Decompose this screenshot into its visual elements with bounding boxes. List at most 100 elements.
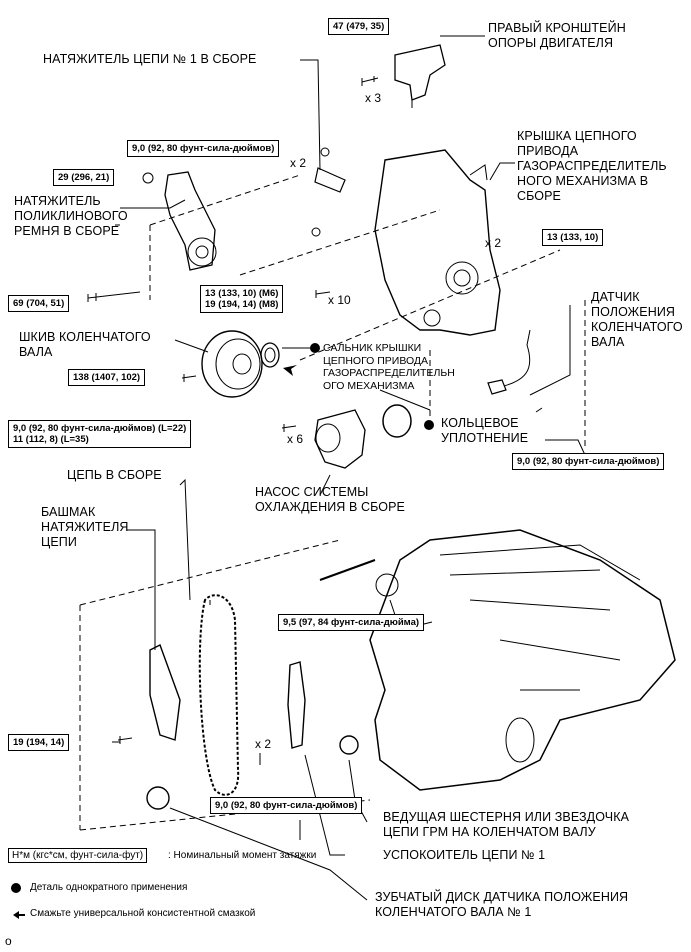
legend-single-use-text: Деталь однократного применения: [30, 882, 188, 893]
engine-block-shape: [369, 529, 676, 791]
label-line: НАТЯЖИТЕЛЬ ЦЕПИ № 1 В СБОРЕ: [43, 52, 257, 66]
label-chain-tensioner: НАТЯЖИТЕЛЬ ЦЕПИ № 1 В СБОРЕ: [43, 52, 257, 67]
label-line: УСПОКОИТЕЛЬ ЦЕПИ № 1: [383, 848, 546, 862]
torque-value: 29 (296, 21): [58, 172, 110, 183]
label-timing-rotor: ЗУБЧАТЫЙ ДИСК ДАТЧИКА ПОЛОЖЕНИЯ КОЛЕНЧАТ…: [375, 890, 628, 920]
torque-chain-slipper-bolt: 19 (194, 14): [8, 734, 70, 751]
belt-tensioner-shape: [164, 171, 216, 271]
label-line: ГАЗОРАСПРЕДЕЛИТЕЛЬН: [323, 367, 455, 379]
torque-water-pump-bolts: 9,0 (92, 80 фунт-сила-дюймов) (L=22) 11 …: [8, 420, 192, 448]
label-line: РЕМНЯ В СБОРЕ: [14, 224, 120, 238]
chain-tensioner-shape: [314, 167, 346, 193]
label-line: СБОРЕ: [517, 189, 561, 203]
label-line: ЦЕПНОГО ПРИВОДА: [323, 354, 429, 367]
torque-value: 9,5 (97, 84 фунт-сила-дюйма): [283, 617, 420, 628]
label-water-pump: НАСОС СИСТЕМЫ ОХЛАЖДЕНИЯ В СБОРЕ: [255, 485, 405, 515]
label-line: ЦЕПЬ В СБОРЕ: [67, 468, 162, 482]
label-line: НАСОС СИСТЕМЫ: [255, 485, 369, 499]
torque-value: 138 (1407, 102): [73, 372, 141, 383]
label-line: НАТЯЖИТЕЛЬ: [14, 194, 101, 208]
label-chain-damper: УСПОКОИТЕЛЬ ЦЕПИ № 1: [383, 848, 545, 863]
torque-cover-bolts: 13 (133, 10) (M6) 19 (194, 14) (M8): [200, 285, 284, 313]
bracket-bolt: [361, 76, 379, 86]
label-line: ЦЕПИ ГРМ НА КОЛЕНЧАТОМ ВАЛУ: [383, 825, 596, 839]
label-line: ВАЛА: [591, 335, 625, 349]
torque-value: 13 (133, 10) (M6): [205, 288, 279, 299]
label-line: КОЛЕНЧАТОГО ВАЛА № 1: [375, 905, 532, 919]
single-use-dot-oil-seal: [310, 343, 320, 353]
crank-pulley-shape: [201, 330, 263, 398]
torque-value: 47 (479, 35): [333, 21, 385, 32]
label-line: ОГО МЕХАНИЗМА: [323, 379, 415, 392]
label-oil-seal: САЛЬНИК КРЫШКИ ЦЕПНОГО ПРИВОДА ГАЗОРАСПР…: [323, 342, 455, 392]
torque-bracket-bolt: 47 (479, 35): [328, 18, 390, 35]
torque-stud-bolt: 9,5 (97, 84 фунт-сила-дюйма): [278, 614, 425, 631]
chain-damper-shape: [287, 661, 306, 749]
timing-chain-shape: [198, 594, 240, 796]
torque-value: 19 (194, 14) (M8): [205, 299, 279, 310]
oil-seal-shape: [260, 342, 280, 368]
label-line: ШКИВ КОЛЕНЧАТОГО: [19, 330, 151, 344]
label-line: ЗУБЧАТЫЙ ДИСК ДАТЧИКА ПОЛОЖЕНИЯ: [375, 890, 629, 904]
label-belt-tensioner: НАТЯЖИТЕЛЬ ПОЛИКЛИНОВОГО РЕМНЯ В СБОРЕ: [14, 194, 128, 239]
legend-torque-unit-box: Н*м (кгс*см, фунт-сила-фут): [8, 848, 148, 863]
label-line: ПОЛИКЛИНОВОГО: [14, 209, 128, 223]
torque-value: 19 (194, 14): [13, 737, 65, 748]
count-cover-nuts: x 2: [485, 236, 502, 250]
dashed-frame-cover: [149, 174, 586, 450]
count-bracket-bolts: x 3: [365, 91, 382, 105]
torque-belt-tensioner-bolt: 69 (704, 51): [8, 295, 70, 312]
label-line: КОЛЬЦЕВОЕ: [441, 416, 519, 430]
label-line: ВАЛА: [19, 345, 53, 359]
legend-torque-description: : Номинальный момент затяжки: [168, 850, 317, 861]
torque-value: 13 (133, 10): [547, 232, 599, 243]
label-timing-chain: ЦЕПЬ В СБОРЕ: [67, 468, 162, 483]
legend-grease-text: Смажьте универсальной консистентной смаз…: [30, 908, 256, 919]
label-line: ЦЕПИ: [41, 535, 77, 549]
label-line: БАШМАК: [41, 505, 96, 519]
timing-rotor-shape: [146, 786, 170, 810]
torque-chain-tensioner: 9,0 (92, 80 фунт-сила-дюймов): [127, 140, 280, 157]
torque-crank-pulley-bolt: 138 (1407, 102): [68, 369, 146, 386]
label-line: ПОЛОЖЕНИЯ: [591, 305, 676, 319]
torque-chain-damper-bolts: 9,0 (92, 80 фунт-сила-дюймов): [210, 797, 363, 814]
torque-cover-nut: 13 (133, 10): [542, 229, 604, 246]
label-line: САЛЬНИК КРЫШКИ: [323, 342, 422, 354]
label-timing-chain-cover: КРЫШКА ЦЕПНОГО ПРИВОДА ГАЗОРАСПРЕДЕЛИТЕЛ…: [517, 129, 667, 204]
figure-code: o: [5, 934, 12, 948]
torque-value: 9,0 (92, 80 фунт-сила-дюймов) (L=22): [13, 423, 187, 434]
label-right-engine-mount-bracket: ПРАВЫЙ КРОНШТЕЙН ОПОРЫ ДВИГАТЕЛЯ: [488, 21, 626, 51]
label-line: НАТЯЖИТЕЛЯ: [41, 520, 129, 534]
long-bolt: [87, 291, 141, 302]
label-line: ПРИВОДА: [517, 144, 579, 158]
label-line: ДАТЧИК: [591, 290, 640, 304]
chain-slipper-shape: [149, 644, 181, 741]
legend-grease-arrow-icon: [13, 911, 25, 919]
label-chain-slipper: БАШМАК НАТЯЖИТЕЛЯ ЦЕПИ: [41, 505, 129, 550]
label-crank-sprocket: ВЕДУЩАЯ ШЕСТЕРНЯ ИЛИ ЗВЕЗДОЧКА ЦЕПИ ГРМ …: [383, 810, 629, 840]
dashed-frame-engine: [79, 539, 371, 831]
label-line: ОХЛАЖДЕНИЯ В СБОРЕ: [255, 500, 405, 514]
grease-arrow-marker: [283, 365, 297, 376]
legend-single-use-icon: [11, 883, 21, 893]
count-damper-bolts: x 2: [255, 737, 272, 751]
torque-belt-tensioner-nut: 29 (296, 21): [53, 169, 115, 186]
label-line: ПРАВЫЙ КРОНШТЕЙН: [488, 21, 626, 35]
label-line: НОГО МЕХАНИЗМА В: [517, 174, 649, 188]
torque-value: 9,0 (92, 80 фунт-сила-дюймов): [215, 800, 358, 811]
count-cover-bolts: x 10: [328, 293, 351, 307]
o-ring-shape: [382, 404, 412, 438]
torque-value: 11 (112, 8) (L=35): [13, 434, 89, 445]
torque-value: 9,0 (92, 80 фунт-сила-дюймов): [132, 143, 275, 154]
label-line: ОПОРЫ ДВИГАТЕЛЯ: [488, 36, 614, 50]
label-line: ВЕДУЩАЯ ШЕСТЕРНЯ ИЛИ ЗВЕЗДОЧКА: [383, 810, 630, 824]
count-tensioner-nuts: x 2: [290, 156, 307, 170]
single-use-dot-o-ring: [424, 420, 434, 430]
label-o-ring: КОЛЬЦЕВОЕ УПЛОТНЕНИЕ: [441, 416, 528, 446]
crank-sensor-shape: [487, 379, 507, 395]
label-line: УПЛОТНЕНИЕ: [441, 431, 529, 445]
label-line: КРЫШКА ЦЕПНОГО: [517, 129, 637, 143]
torque-crank-sensor-bolt: 9,0 (92, 80 фунт-сила-дюймов): [512, 453, 665, 470]
